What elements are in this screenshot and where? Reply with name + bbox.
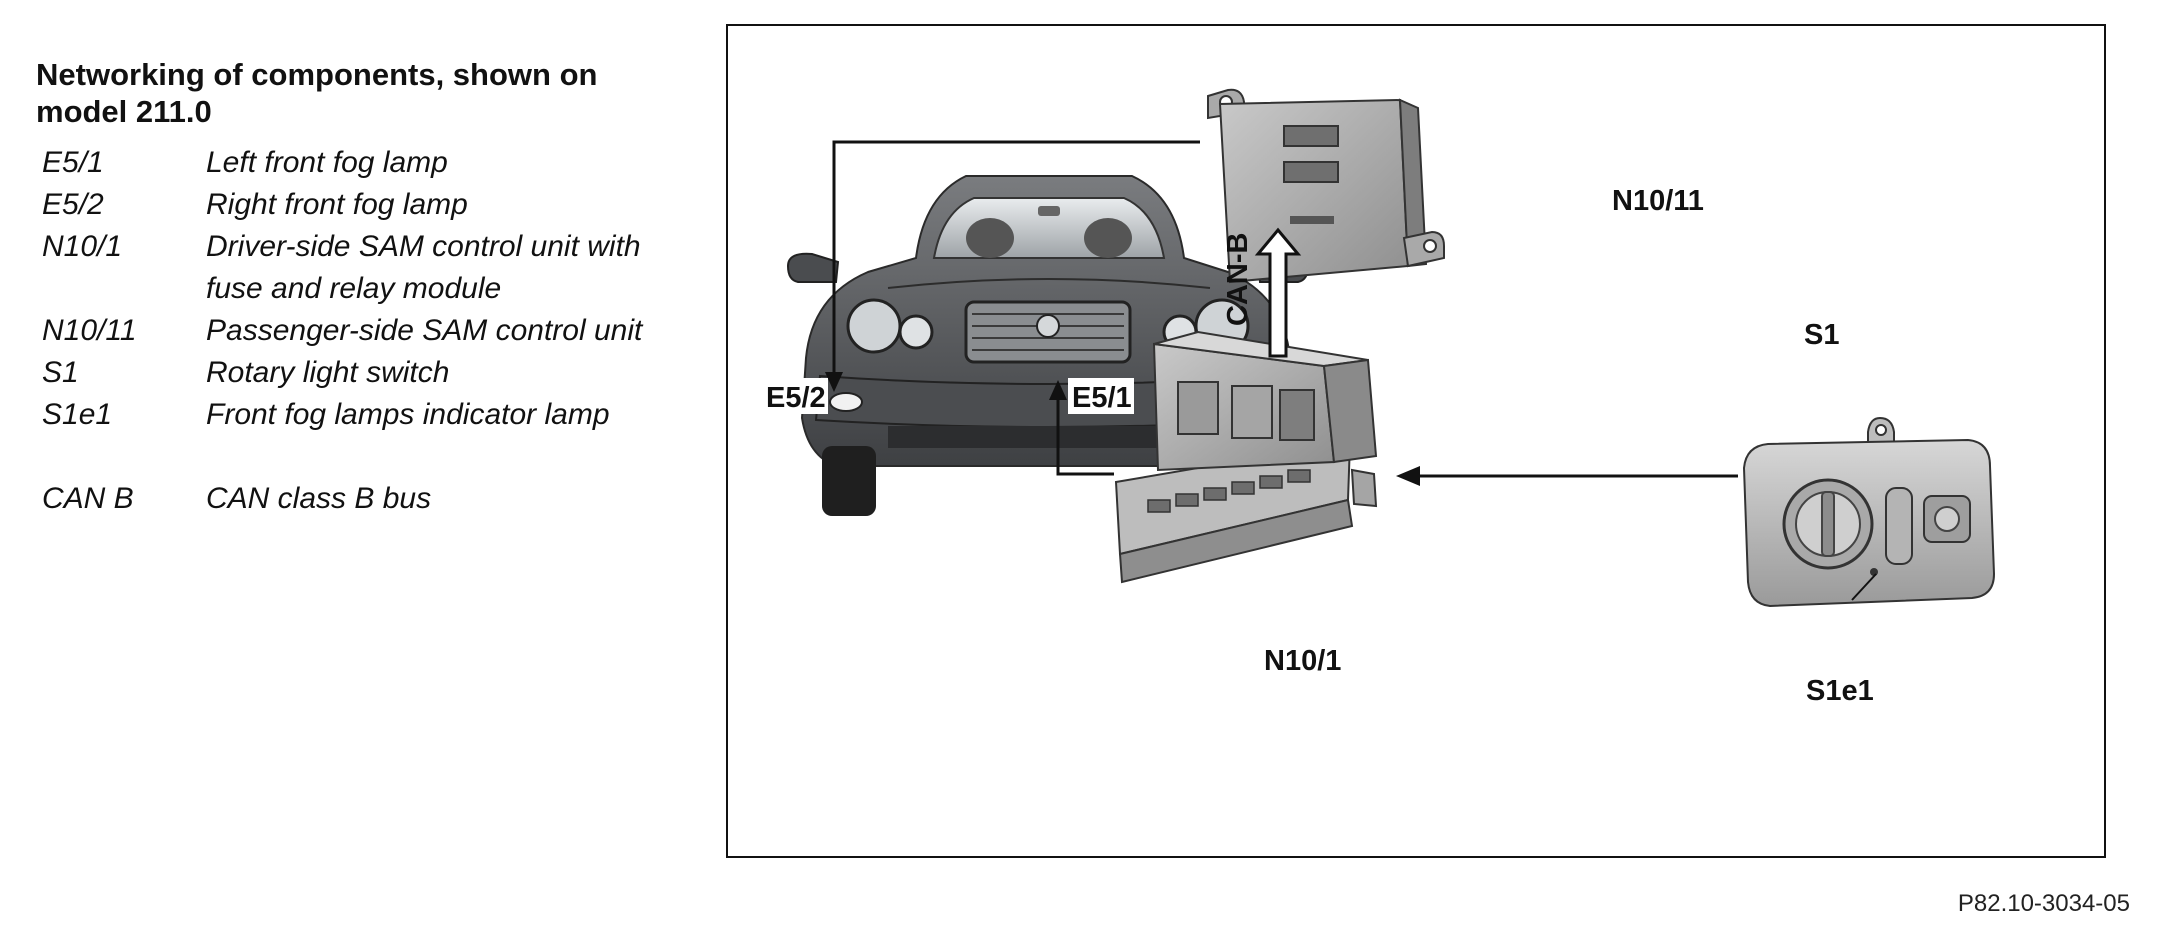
arrowhead-n10-1 xyxy=(1396,466,1420,486)
legend-title: Networking of components, shown on model… xyxy=(36,57,598,129)
legend-code: E5/2 xyxy=(42,188,104,221)
side-mirror-left xyxy=(786,252,840,283)
leader-s1e1 xyxy=(1851,573,1877,601)
legend-item-e5-1: E5/1 Left front fog lamp xyxy=(36,142,696,184)
line-n10-11-to-e5-2 xyxy=(832,140,1200,376)
line-n10-1-to-e5-1 xyxy=(1056,396,1114,476)
arrowhead-e5-2 xyxy=(825,372,843,392)
fog-lamp-right-e5-2 xyxy=(829,392,863,412)
legend-desc: Front fog lamps indicator lamp xyxy=(206,398,610,431)
n10-1-mount-tab xyxy=(1350,468,1378,508)
legend-item-can-b: CAN B CAN class B bus xyxy=(36,478,696,520)
n10-1-relay-3 xyxy=(1279,389,1315,441)
legend-item-s1: S1 Rotary light switch xyxy=(36,352,696,394)
seat-left xyxy=(966,218,1014,258)
n10-11-module xyxy=(1207,88,1445,284)
n10-1-relay-side xyxy=(1322,358,1378,464)
legend-desc: Passenger-side SAM control unit xyxy=(206,314,643,347)
n10-1-base-front xyxy=(1118,498,1354,584)
label-s1e1: S1e1 xyxy=(1806,675,1874,707)
legend-code: E5/1 xyxy=(42,146,104,179)
headlamp-left-inner xyxy=(898,314,934,350)
legend-item-e5-2: E5/2 Right front fog lamp xyxy=(36,184,696,226)
n10-11-connector-middle xyxy=(1283,161,1339,183)
s1-knob-grip xyxy=(1821,491,1835,557)
s1-light-switch xyxy=(1742,416,1996,608)
n10-1-relay-2 xyxy=(1231,385,1273,439)
label-n10-1: N10/1 xyxy=(1264,645,1341,677)
legend-desc: Rotary light switch xyxy=(206,356,450,389)
figure-reference-code: P82.10-3034-05 xyxy=(1957,890,2130,917)
s1-range-wheel-center xyxy=(1934,506,1960,532)
connections xyxy=(825,140,1877,601)
legend-spacer xyxy=(36,436,696,478)
legend-item-n10-11: N10/11 Passenger-side SAM control unit xyxy=(36,310,696,352)
legend-code: N10/1 xyxy=(42,230,123,263)
n10-11-connector-top xyxy=(1283,125,1339,147)
arrowhead-e5-1 xyxy=(1049,380,1067,400)
network-diagram: E5/2 E5/1 N10/11 N10/1 S1 S1e1 CAN-B xyxy=(726,24,2106,858)
hood-line xyxy=(887,278,1211,289)
diagram-canvas: E5/2 E5/1 N10/11 N10/1 S1 S1e1 CAN-B xyxy=(762,88,1996,707)
n10-11-side xyxy=(1398,98,1428,268)
underbody xyxy=(888,426,1208,448)
legend-desc: Left front fog lamp xyxy=(206,146,448,179)
label-bg-e5-2 xyxy=(762,378,828,414)
star-emblem xyxy=(1036,314,1060,338)
label-n10-11: N10/11 xyxy=(1612,185,1704,217)
n10-1-fuse-row xyxy=(1147,469,1311,513)
tire-left xyxy=(822,446,876,516)
label-e5-1: E5/1 xyxy=(1072,382,1132,414)
legend-code: N10/11 xyxy=(42,314,137,347)
s1-fog-pull xyxy=(1885,487,1913,565)
seat-right xyxy=(1084,218,1132,258)
headlamp-left-outer xyxy=(846,298,902,354)
legend-code: CAN B xyxy=(42,482,134,515)
legend-code: S1 xyxy=(42,356,79,389)
label-s1: S1 xyxy=(1804,319,1839,351)
legend-code: S1e1 xyxy=(42,398,113,431)
legend-desc: CAN class B bus xyxy=(206,482,432,515)
n10-11-mount-hole-right xyxy=(1423,239,1437,253)
label-can-b: CAN-B xyxy=(1222,233,1254,326)
legend-desc: Right front fog lamp xyxy=(206,188,468,221)
rear-mirror xyxy=(1038,206,1060,216)
legend-item-s1e1: S1e1 Front fog lamps indicator lamp xyxy=(36,394,696,436)
legend: Networking of components, shown on model… xyxy=(36,56,696,520)
legend-desc: Driver-side SAM control unit with fuse a… xyxy=(206,230,641,305)
label-bg-e5-1 xyxy=(1068,378,1134,414)
n10-1-relay-1 xyxy=(1177,381,1219,435)
label-e5-2: E5/2 xyxy=(766,382,826,414)
s1-mount-hole xyxy=(1875,424,1887,436)
n10-11-slot xyxy=(1290,216,1334,224)
legend-item-n10-1: N10/1 Driver-side SAM control unit with … xyxy=(36,226,696,310)
can-b-arrow xyxy=(1254,227,1302,358)
n10-1-module xyxy=(1114,330,1378,584)
